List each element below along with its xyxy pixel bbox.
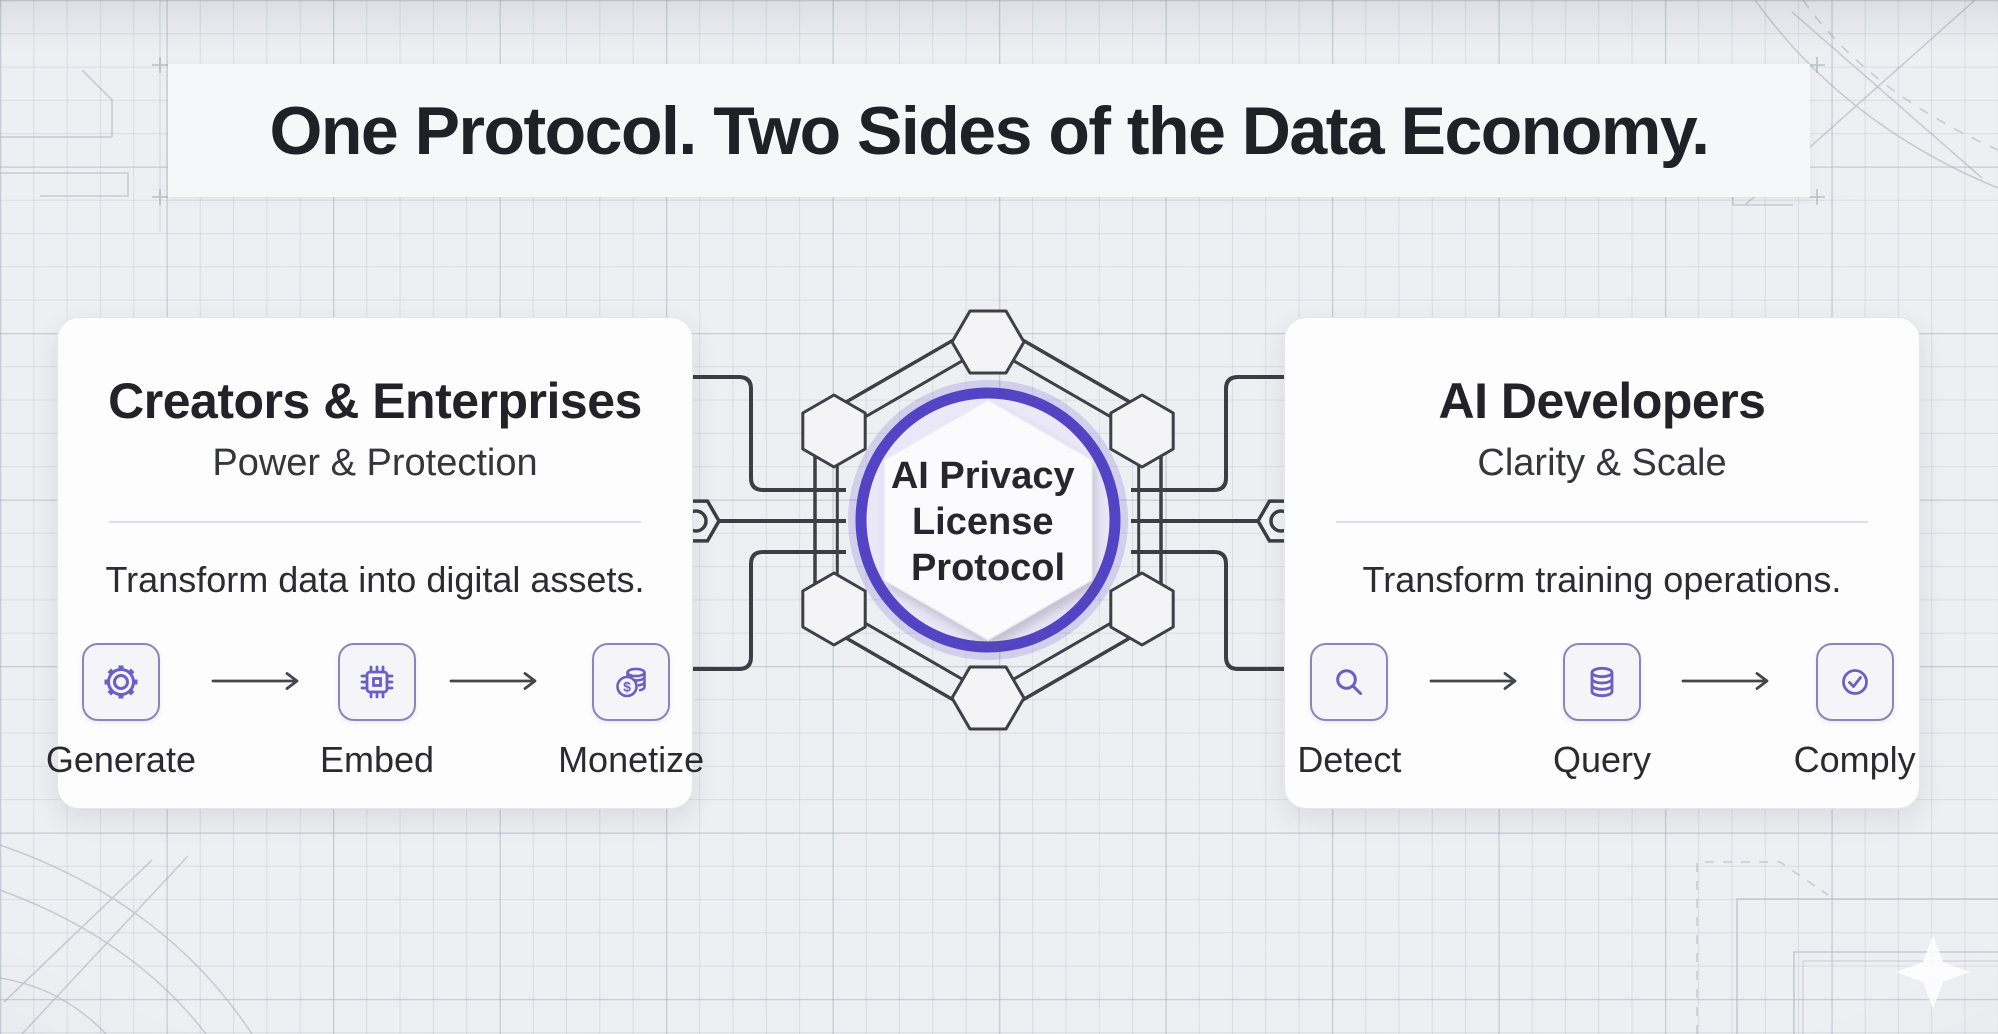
protocol-hexagon <box>883 399 1093 641</box>
step-label: Detect <box>1297 739 1402 780</box>
hexagon-bolt-bottom <box>950 665 1026 731</box>
card-divider <box>1335 521 1869 523</box>
step-label: Comply <box>1793 739 1916 780</box>
bottomright-corner <box>1736 898 1998 1034</box>
bottomleft-arc <box>0 844 253 1034</box>
sparkle-icon <box>1896 935 1970 1009</box>
connector-left-bottom <box>693 550 846 671</box>
bottomleft-arc-2 <box>0 889 207 1034</box>
workflow-step: Generate <box>46 643 196 781</box>
connector-right-bottom <box>1131 550 1284 671</box>
topright-arc <box>1754 0 1998 189</box>
step-icon-box <box>1563 643 1641 721</box>
title-banner: One Protocol. Two Sides of the Data Econ… <box>168 64 1810 197</box>
card-subheading: Clarity & Scale <box>1477 442 1727 484</box>
card-description: Transform data into digital assets. <box>105 559 645 600</box>
plus-mark <box>152 189 168 205</box>
card-divider <box>108 521 642 523</box>
hexagon-bolt-top <box>950 309 1026 375</box>
arrow-icon <box>1681 672 1769 690</box>
step-icon-box <box>81 643 160 721</box>
step-icon-box <box>1310 643 1389 721</box>
developers-card: AI Developers Clarity & Scale Transform … <box>1284 317 1920 809</box>
hexagon-bolt-lower-right <box>1109 571 1175 647</box>
workflow-step: Embed <box>320 643 434 781</box>
arrow-icon <box>449 672 537 690</box>
connector-left-top <box>693 375 846 492</box>
check-circle-icon <box>1841 669 1868 695</box>
workflow-step: Query <box>1538 643 1667 781</box>
protocol-ring <box>855 387 1121 653</box>
connector-right-top <box>1131 375 1284 492</box>
step-label: Query <box>1552 739 1652 780</box>
card-heading: AI Developers <box>1438 373 1766 429</box>
workflow-step: $ Monetize <box>558 643 704 781</box>
step-label: Embed <box>319 739 435 780</box>
plus-mark <box>1809 57 1825 73</box>
chip-icon <box>360 665 394 699</box>
card-description: Transform training operations. <box>1362 559 1842 600</box>
card-subheading: Power & Protection <box>212 442 538 484</box>
arrow-icon <box>211 672 299 690</box>
creators-card: Creators & Enterprises Power & Protectio… <box>46 317 704 809</box>
step-label: Generate <box>45 739 196 780</box>
card-heading: Creators & Enterprises <box>108 373 642 429</box>
search-icon <box>1336 669 1363 695</box>
workflow-step: Detect <box>1285 643 1414 781</box>
topleft-step-lines-2 <box>0 172 129 197</box>
step-icon-box <box>1815 643 1894 721</box>
plus-mark <box>1809 189 1825 205</box>
gear-icon <box>104 665 138 699</box>
svg-text:$: $ <box>623 679 631 695</box>
hexagon-bolt-lower-left <box>801 571 867 647</box>
page-title: One Protocol. Two Sides of the Data Econ… <box>269 92 1711 169</box>
step-label: Monetize <box>558 739 705 780</box>
arrow-icon <box>1429 672 1517 690</box>
developers-workflow: Detect <box>1285 643 1919 781</box>
topleft-step-lines <box>0 69 113 138</box>
bottomleft-cross-lines <box>3 855 189 1034</box>
protocol-label: AI Privacy License Protocol <box>891 455 1085 589</box>
hexagon-bolt-upper-right <box>1109 393 1175 469</box>
workflow-step: Comply <box>1790 643 1919 781</box>
plus-mark <box>152 57 168 73</box>
step-icon-box <box>338 643 417 721</box>
hexagon-bolt-upper-left <box>801 393 867 469</box>
topright-dashed-arc <box>1802 0 1998 151</box>
step-icon-box: $ <box>592 643 671 721</box>
creators-workflow: Generate <box>46 643 704 781</box>
database-icon <box>1590 666 1614 698</box>
coins-icon: $ <box>616 667 646 698</box>
